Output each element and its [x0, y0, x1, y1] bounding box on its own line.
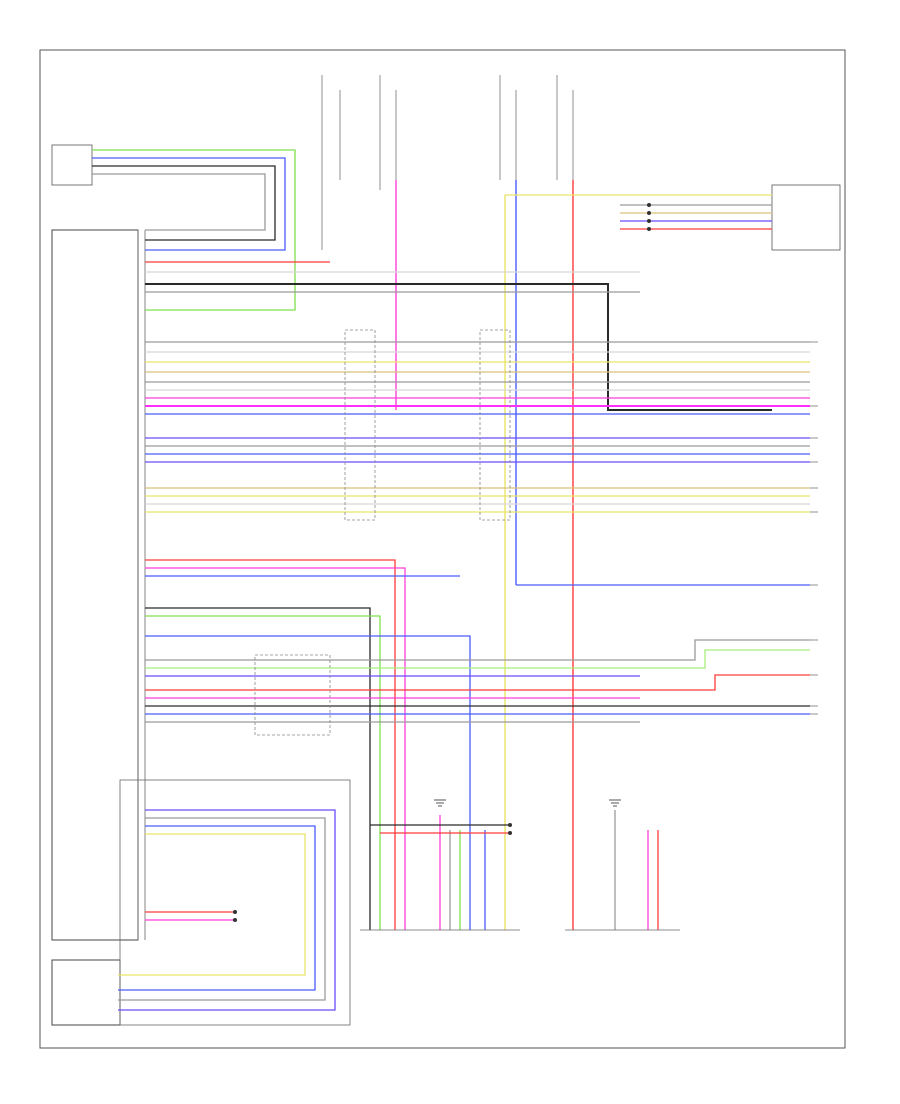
right-upper-module-box: [771, 184, 841, 251]
diagram-frame: [39, 49, 846, 1049]
bottom-harness-rows: [118, 809, 659, 1011]
main-module-box: [51, 229, 139, 941]
ground-symbol-icons: [434, 799, 621, 807]
main-harness-rows: [145, 261, 810, 513]
main-module-pin-bank: [137, 230, 146, 940]
right-top-harness: [505, 194, 772, 230]
splice-dot-icons: [233, 203, 651, 922]
steering-switch-module-box: [51, 959, 121, 1026]
right-terminal-ticks: [810, 341, 818, 715]
top-left-connector-box: [51, 144, 93, 186]
top-power-feeds: [321, 75, 574, 250]
steering-switch-subbox: [119, 779, 351, 1026]
mid-harness-rows: [145, 559, 810, 930]
top-left-harness: [92, 149, 296, 311]
shield-boxes: [254, 329, 511, 736]
